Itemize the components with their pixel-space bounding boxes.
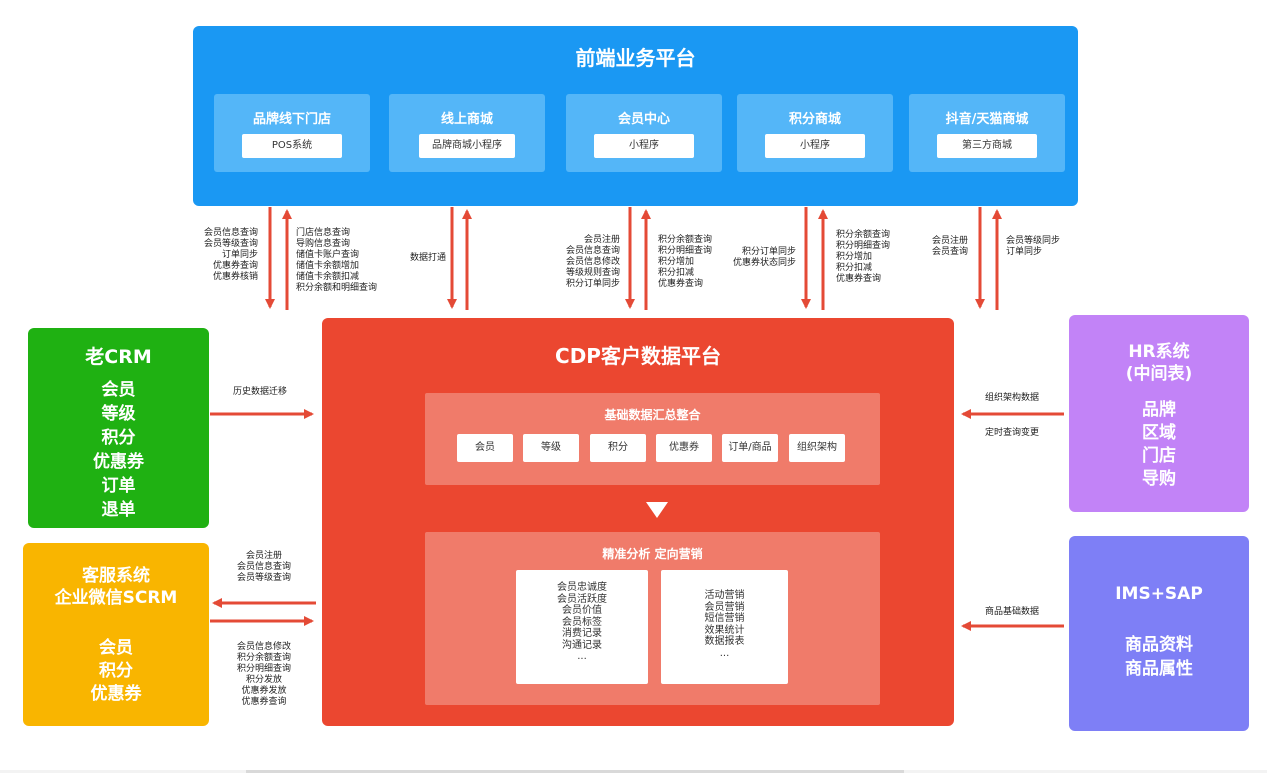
list-item: 商品资料 xyxy=(1125,635,1193,655)
card-online-mall: 线上商城 品牌商城小程序 xyxy=(389,94,545,172)
marketing-list: 活动营销 会员营销 短信营销 效果统计 数据报表 ... xyxy=(661,570,788,684)
label-ims-goods: 商品基础数据 xyxy=(984,607,1039,617)
ims-items: 商品资料 商品属性 xyxy=(1069,633,1249,681)
card-sub: 品牌商城小程序 xyxy=(419,134,515,158)
card-sub: 小程序 xyxy=(765,134,865,158)
ims-sap-box: IMS+SAP 商品资料 商品属性 xyxy=(1069,536,1249,731)
list-item: 等级 xyxy=(101,404,136,424)
old-crm-box: 老CRM 会员 等级 积分 优惠券 订单 退单 xyxy=(28,328,209,528)
list-item: 积分 xyxy=(101,428,136,448)
analysis-panel: 精准分析 定向营销 xyxy=(425,532,880,705)
card-sub: POS系统 xyxy=(242,134,342,158)
label-kefu-out: 会员注册 会员信息查询 会员等级查询 xyxy=(236,551,291,583)
card-title: 会员中心 xyxy=(617,112,670,127)
analysis-panel-title: 精准分析 定向营销 xyxy=(602,547,703,561)
list-item: 会员 xyxy=(101,380,136,400)
list-item: 活动营销 xyxy=(704,590,745,601)
hr-title-line: HR系统 xyxy=(1128,342,1190,362)
kefu-title-line: 企业微信SCRM xyxy=(54,588,178,608)
label-member-up: 积分余额查询 积分明细查询 积分增加 积分扣减 优惠券查询 xyxy=(658,235,713,289)
list-item: 会员 xyxy=(99,638,133,658)
kefu-scrm-box: 客服系统 企业微信SCRM 会员 积分 优惠券 xyxy=(23,543,209,726)
list-item: 优惠券 xyxy=(93,452,144,472)
label-tp-down: 会员注册 会员查询 xyxy=(931,236,968,257)
card-points-mall: 积分商城 小程序 xyxy=(737,94,893,172)
label-online: 数据打通 xyxy=(409,253,446,263)
front-platform: 前端业务平台 品牌线下门店 POS系统 线上商城 品牌商城小程序 会员中心 小程… xyxy=(193,26,1078,206)
hr-title: HR系统 (中间表) xyxy=(1069,341,1249,385)
ims-title: IMS+SAP xyxy=(1115,584,1203,604)
label-points-up: 积分余额查询 积分明细查询 积分增加 积分扣减 优惠券查询 xyxy=(836,230,891,284)
list-item: 短信营销 xyxy=(704,613,745,624)
hr-system-box: HR系统 (中间表) 品牌 区域 门店 导购 xyxy=(1069,315,1249,512)
list-item: 门店 xyxy=(1142,446,1176,466)
label-pos-down: 会员信息查询 会员等级查询 订单同步 优惠券查询 优惠券核销 xyxy=(203,228,258,282)
card-offline-store: 品牌线下门店 POS系统 xyxy=(214,94,370,172)
list-item: 会员营销 xyxy=(704,601,745,613)
label-kefu-in: 会员信息修改 积分余额查询 积分明细查询 积分发放 优惠券发放 优惠券查询 xyxy=(236,642,291,707)
list-item: 商品属性 xyxy=(1125,659,1193,679)
front-platform-title: 前端业务平台 xyxy=(575,46,696,70)
kefu-title-line: 客服系统 xyxy=(82,566,150,586)
flow-down-triangle-icon xyxy=(646,502,668,518)
list-item: 数据报表 xyxy=(704,636,745,647)
card-third-party-mall: 抖音/天猫商城 第三方商城 xyxy=(909,94,1065,172)
list-item: 优惠券 xyxy=(90,684,142,704)
chip-member: 会员 xyxy=(457,434,513,462)
list-item: 效果统计 xyxy=(704,624,745,636)
label-points-down: 积分订单同步 优惠券状态同步 xyxy=(732,247,796,268)
list-item: 品牌 xyxy=(1142,400,1176,420)
list-item: 会员价值 xyxy=(562,605,602,616)
chip-level: 等级 xyxy=(523,434,579,462)
list-item: 积分 xyxy=(99,661,133,681)
card-sub: 第三方商城 xyxy=(937,134,1037,158)
label-hr-timer: 定时查询变更 xyxy=(984,428,1039,438)
list-item: 会员活跃度 xyxy=(557,593,607,605)
card-sub: 小程序 xyxy=(594,134,694,158)
old-crm-title: 老CRM xyxy=(85,346,152,368)
chip-points: 积分 xyxy=(590,434,646,462)
list-item: 退单 xyxy=(101,500,136,520)
card-member-center: 会员中心 小程序 xyxy=(566,94,722,172)
list-item: 沟通记录 xyxy=(562,639,602,651)
horizontal-scrollbar[interactable] xyxy=(246,770,904,773)
cdp-title: CDP客户数据平台 xyxy=(555,344,721,368)
analysis-list: 会员忠诚度 会员活跃度 会员价值 会员标签 消费记录 沟通记录 ... xyxy=(516,570,648,684)
list-item: ... xyxy=(577,651,587,662)
base-panel-title: 基础数据汇总整合 xyxy=(604,408,701,422)
hr-title-line: (中间表) xyxy=(1125,364,1193,384)
list-item: 会员标签 xyxy=(562,616,602,628)
list-item: 会员忠诚度 xyxy=(557,582,607,593)
chip-coupon: 优惠券 xyxy=(656,434,712,462)
old-crm-items: 会员 等级 积分 优惠券 订单 退单 xyxy=(28,378,209,522)
chip-order-goods: 订单/商品 xyxy=(722,434,778,462)
list-item: 订单 xyxy=(101,476,136,496)
card-title: 积分商城 xyxy=(788,112,841,127)
label-member-down: 会员注册 会员信息查询 会员信息修改 等级规则查询 积分订单同步 xyxy=(565,235,620,289)
list-item: 消费记录 xyxy=(562,628,602,639)
label-hr-org: 组织架构数据 xyxy=(984,393,1039,403)
card-title: 品牌线下门店 xyxy=(252,112,331,127)
card-title: 抖音/天猫商城 xyxy=(945,112,1029,127)
label-pos-up: 门店信息查询 导购信息查询 储值卡账户查询 储值卡余额增加 储值卡余额扣减 积分… xyxy=(296,228,378,293)
label-tp-up: 会员等级同步 订单同步 xyxy=(1006,236,1061,257)
list-item: ... xyxy=(719,647,730,659)
hr-items: 品牌 区域 门店 导购 xyxy=(1069,399,1249,491)
list-item: 导购 xyxy=(1142,469,1176,489)
chip-org: 组织架构 xyxy=(789,434,845,462)
kefu-title: 客服系统 企业微信SCRM xyxy=(23,565,209,609)
kefu-items: 会员 积分 优惠券 xyxy=(23,637,209,706)
list-item: 区域 xyxy=(1142,423,1176,443)
cdp-platform: CDP客户数据平台 基础数据汇总整合 会员 等级 积分 优惠券 订单/商品 组织… xyxy=(322,318,954,726)
label-history: 历史数据迁移 xyxy=(232,387,287,397)
card-title: 线上商城 xyxy=(440,112,493,127)
